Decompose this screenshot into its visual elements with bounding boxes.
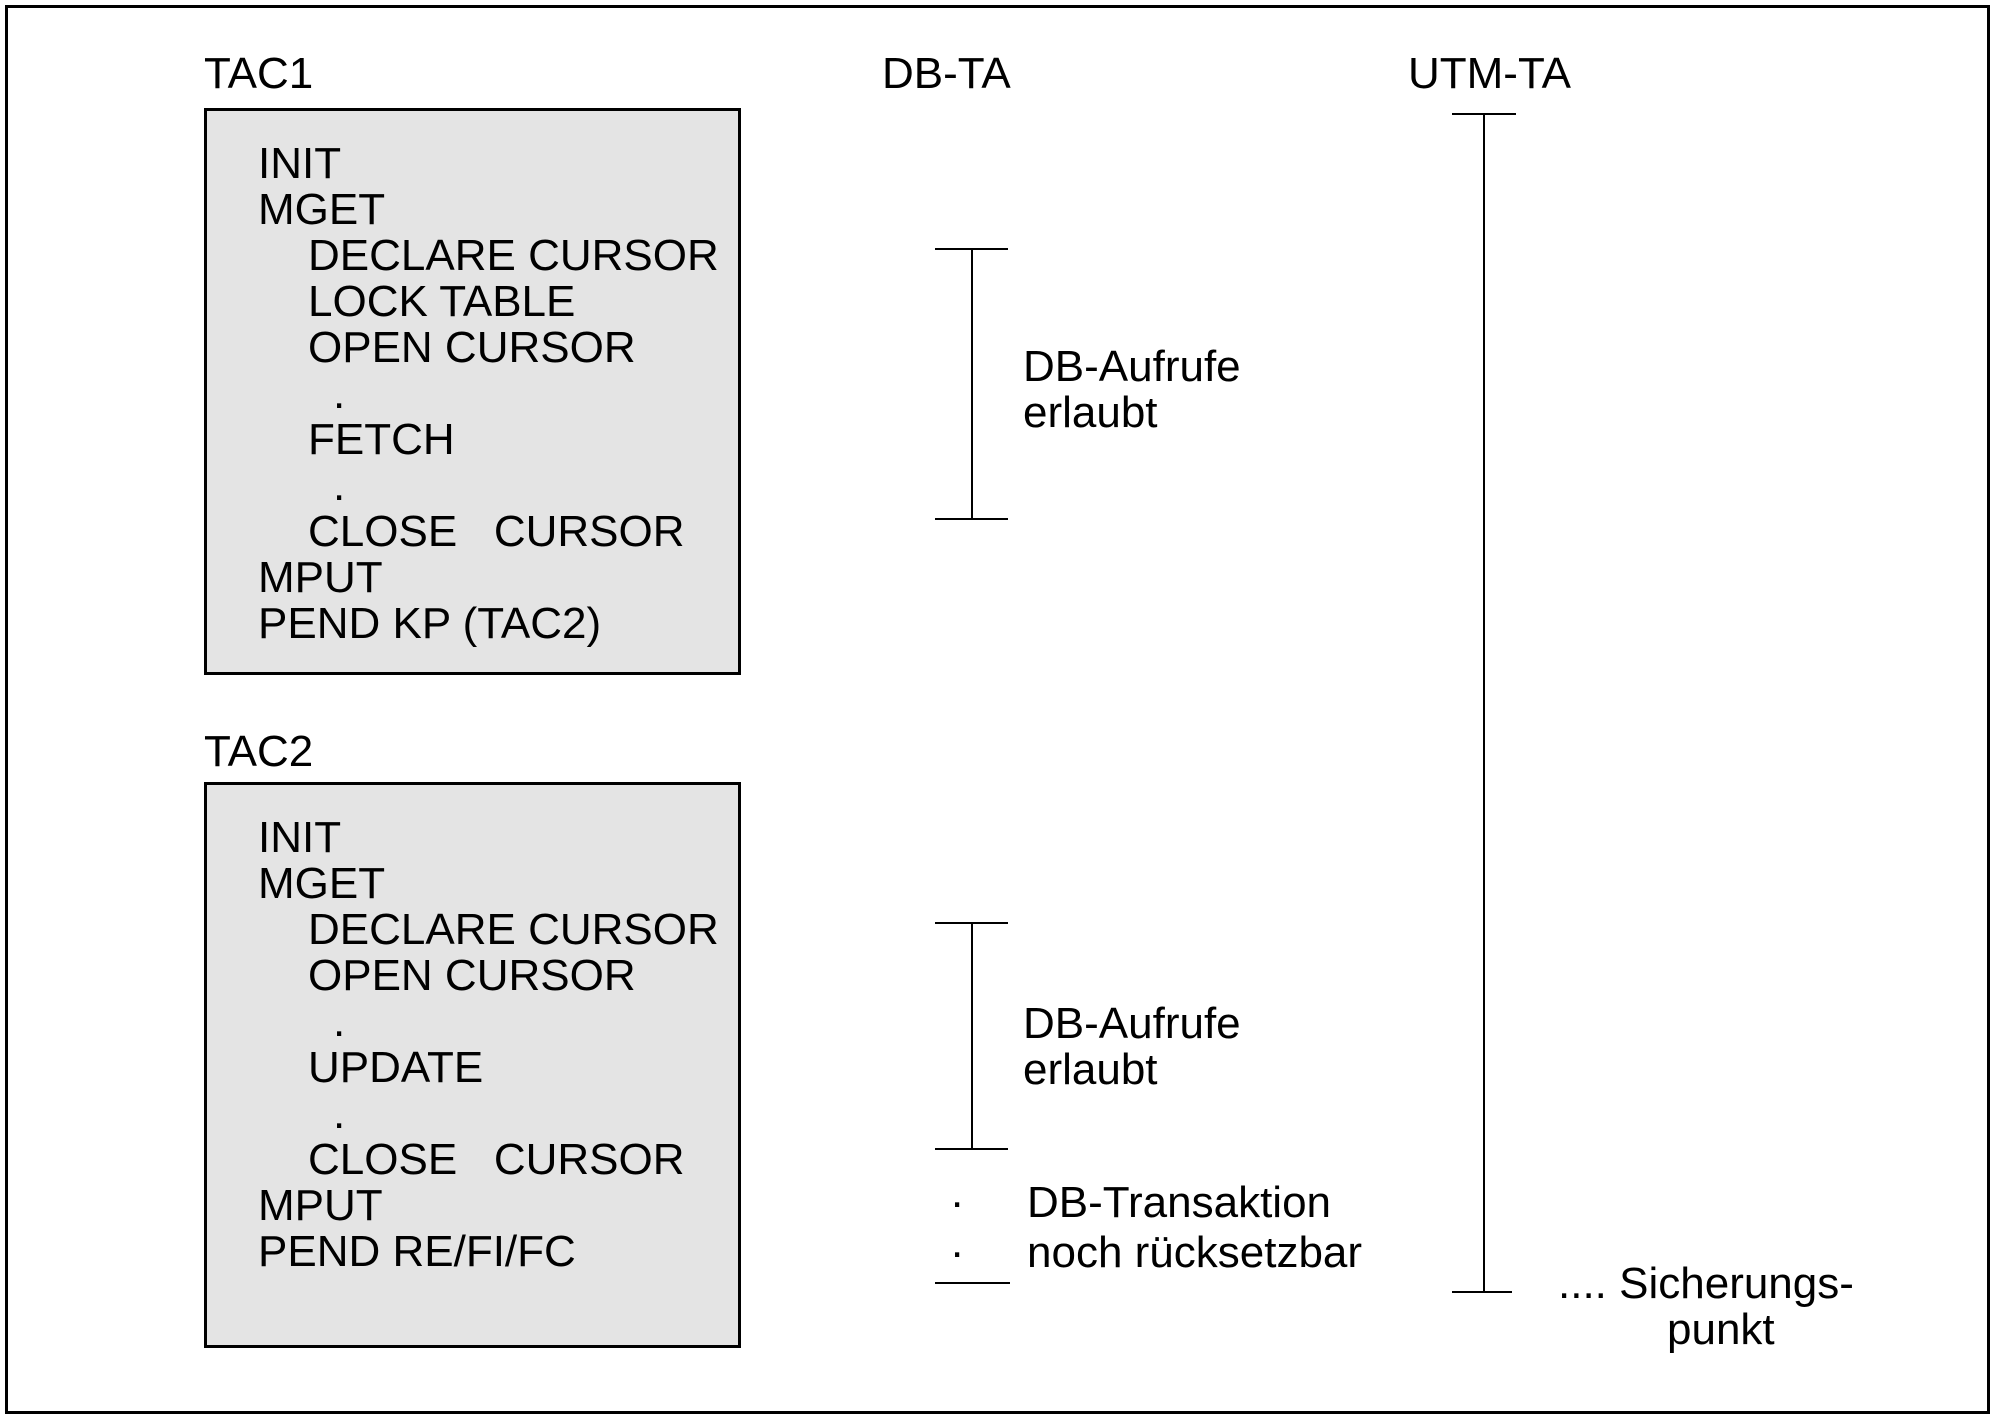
code-line: PEND RE/FI/FC xyxy=(258,1227,576,1276)
code-line: LOCK TABLE xyxy=(308,277,576,326)
db-transaction-note-line2: noch rücksetzbar xyxy=(1027,1228,1363,1277)
code-line: . xyxy=(333,461,346,510)
code-line: DECLARE CURSOR xyxy=(308,905,719,954)
code-line: INIT xyxy=(258,813,342,862)
tac1-title: TAC1 xyxy=(204,49,314,98)
utm-line xyxy=(1483,113,1485,1293)
savepoint-label-line1: .... Sicherungs- xyxy=(1558,1259,1854,1308)
code-line: CLOSE CURSOR xyxy=(308,507,685,556)
code-line: INIT xyxy=(258,139,342,188)
code-line: CLOSE CURSOR xyxy=(308,1135,685,1184)
code-line: . xyxy=(333,369,346,418)
db-span1-bottom-tick xyxy=(935,518,1008,520)
tac2-title: TAC2 xyxy=(204,727,314,776)
db-span1-label-line2: erlaubt xyxy=(1023,388,1158,437)
code-line: FETCH xyxy=(308,415,455,464)
db-continuation-dot-2: . xyxy=(951,1218,964,1267)
code-line: UPDATE xyxy=(308,1043,484,1092)
savepoint-label: .... Sicherungs-punkt xyxy=(1558,1261,1854,1353)
db-span2-line xyxy=(971,922,973,1149)
db-span2-label-line2: erlaubt xyxy=(1023,1045,1158,1094)
db-transaction-note-line1: DB-Transaktion xyxy=(1027,1178,1332,1227)
db-ta-column-header: DB-TA xyxy=(882,49,1011,98)
db-span1-line xyxy=(971,248,973,520)
utm-ta-column-header: UTM-TA xyxy=(1408,49,1571,98)
db-span2-bottom-tick xyxy=(935,1148,1008,1150)
savepoint-label-line2: punkt xyxy=(1667,1305,1775,1354)
code-line: MPUT xyxy=(258,1181,383,1230)
db-span1-label-line1: DB-Aufrufe xyxy=(1023,342,1241,391)
code-line: MPUT xyxy=(258,553,383,602)
db-continuation-dot-1: . xyxy=(951,1168,964,1217)
code-line: MGET xyxy=(258,185,386,234)
db-span2-label-line1: DB-Aufrufe xyxy=(1023,999,1241,1048)
code-line: DECLARE CURSOR xyxy=(308,231,719,280)
outer-border xyxy=(5,5,1990,1414)
code-line: MGET xyxy=(258,859,386,908)
code-line: . xyxy=(333,1089,346,1138)
code-line: PEND KP (TAC2) xyxy=(258,599,602,648)
code-line: . xyxy=(333,997,346,1046)
code-line: OPEN CURSOR xyxy=(308,323,636,372)
utm-bottom-tick xyxy=(1452,1291,1512,1293)
code-line: OPEN CURSOR xyxy=(308,951,636,1000)
db-savepoint-tick xyxy=(935,1282,1010,1284)
